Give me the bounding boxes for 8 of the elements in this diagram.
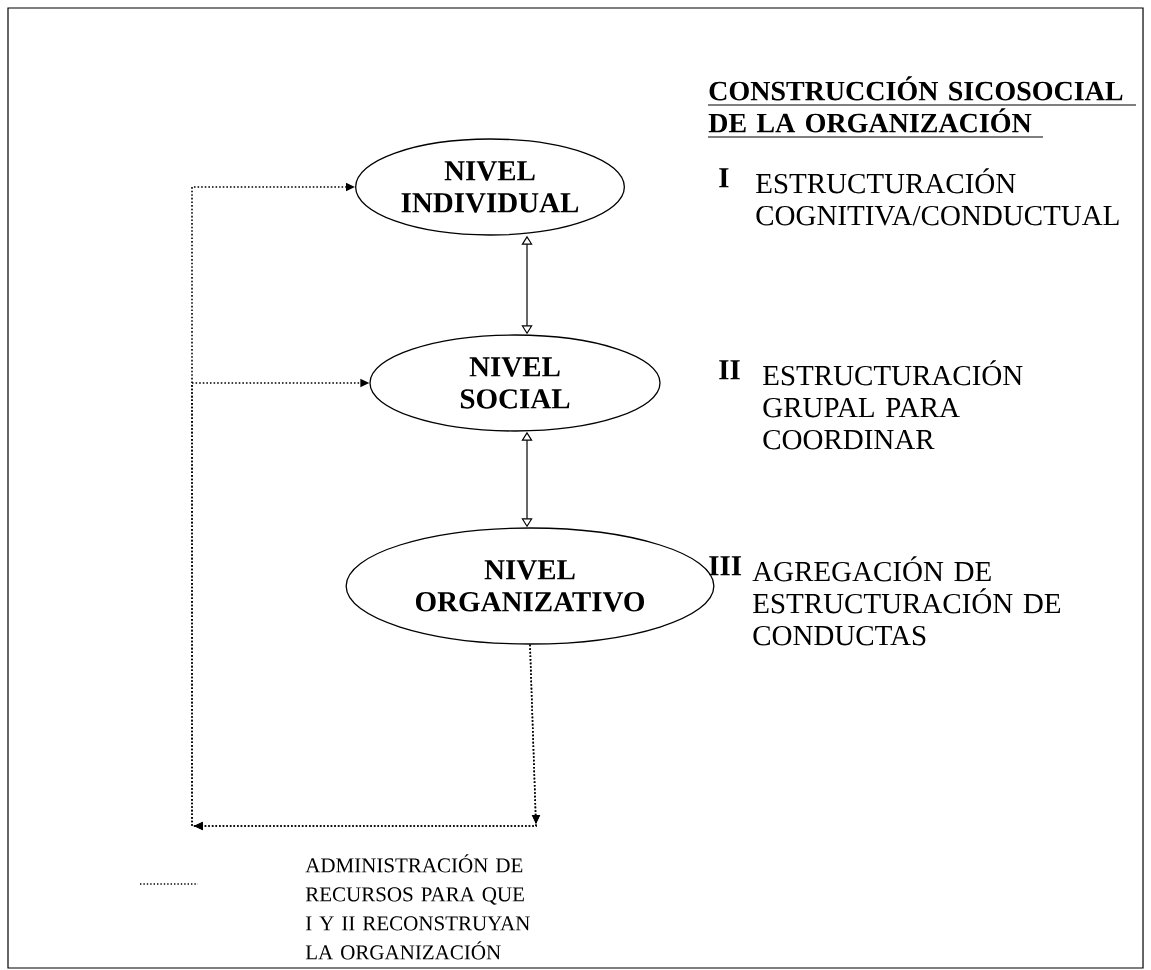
level-description: ESTRUCTURACIÓN GRUPAL PARA COORDINAR [763,360,1023,450]
title: CONSTRUCCIÓN SICOSOCIAL DE LA ORGANIZACIÓN [707,76,1137,138]
level-description: AGREGACIÓN DE ESTRUCTURACIÓN DE CONDUCTAS [752,556,1061,646]
roman-numeral: I [719,168,729,188]
roman-numeral: II [719,360,740,380]
dotted-arrow [191,378,541,831]
level-description: ESTRUCTURACIÓN COGNITIVA/CONDUCTUAL [756,168,1119,226]
legend-text: ADMINISTRACIÓN DE RECURSOS PARA QUE I Y II RECONSTRUYAN LA ORGANIZACIÓN [305,854,530,960]
